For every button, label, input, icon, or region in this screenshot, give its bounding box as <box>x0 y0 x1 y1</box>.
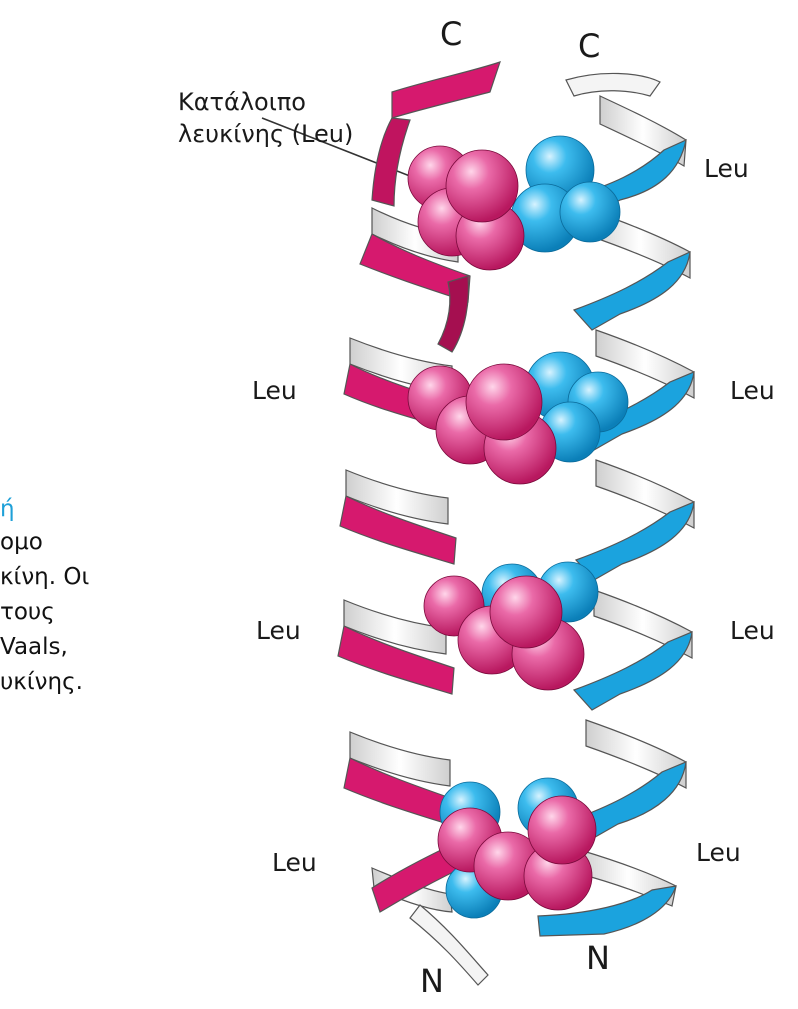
n-terminus-left-label: N <box>420 965 444 997</box>
leucine-sphere-icon <box>560 182 620 242</box>
leu-label-right-2: Leu <box>730 378 775 403</box>
c-terminus-left-label: C <box>440 18 462 50</box>
leucine-sphere-icon <box>528 796 596 864</box>
callout-line-2: λευκίνης (Leu) <box>178 118 353 150</box>
callout-label: Κατάλοιπο λευκίνης (Leu) <box>178 86 353 150</box>
leucine-sphere-icon <box>466 364 542 440</box>
leucine-pair-2 <box>408 352 628 484</box>
n-terminus-right-label: N <box>586 942 610 974</box>
leu-label-right-3: Leu <box>730 618 775 643</box>
callout-line-1: Κατάλοιπο <box>178 86 353 118</box>
c-terminus-right-label: C <box>578 30 600 62</box>
leu-label-right-4: Leu <box>696 840 741 865</box>
leucine-sphere-icon <box>446 150 518 222</box>
leucine-pair-1 <box>408 136 620 270</box>
leu-label-left-2: Leu <box>252 378 297 403</box>
leu-label-left-3: Leu <box>256 618 301 643</box>
leu-label-left-4: Leu <box>272 850 317 875</box>
leucine-sphere-icon <box>490 576 562 648</box>
leucine-pair-4 <box>438 778 596 918</box>
leu-label-right-1: Leu <box>704 156 749 181</box>
